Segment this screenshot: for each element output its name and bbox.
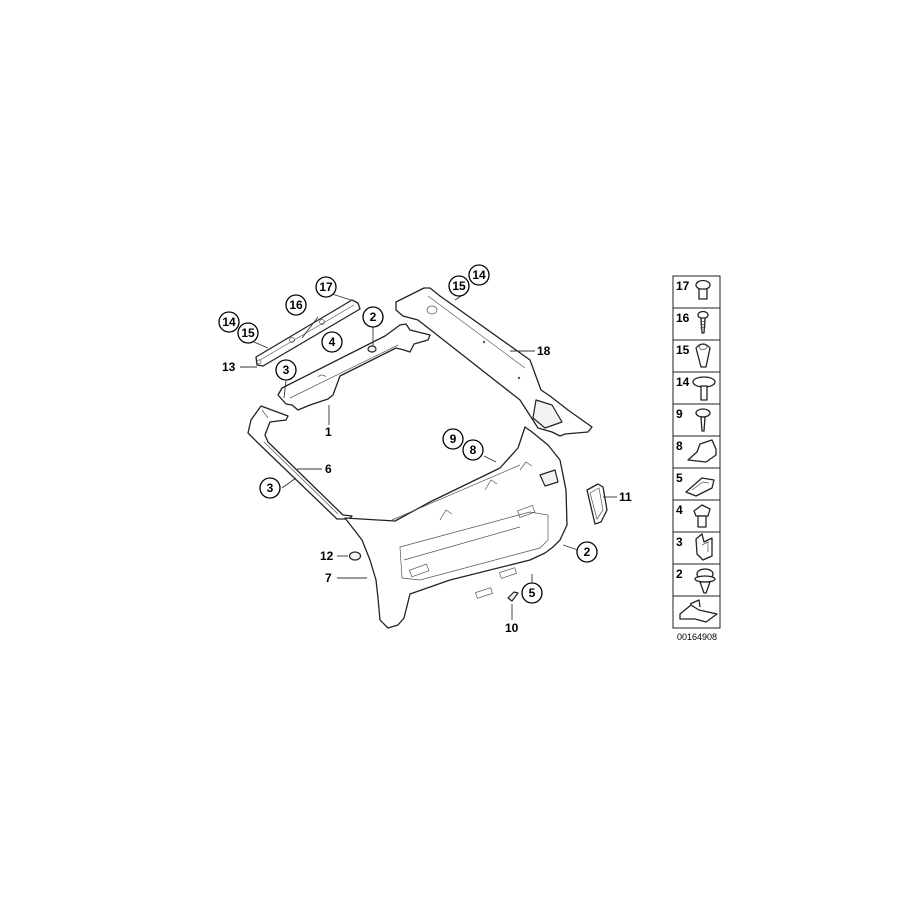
svg-text:5: 5: [529, 586, 536, 600]
legend-item-4: 4: [676, 503, 711, 528]
label-11: 11: [619, 490, 632, 504]
clip-nut-icon: [693, 504, 711, 528]
svg-text:15: 15: [452, 279, 466, 293]
svg-text:5: 5: [676, 471, 683, 485]
svg-text:11: 11: [619, 490, 632, 504]
callout-4: 4: [321, 331, 343, 353]
hardware-legend: 17 16 15 14: [672, 275, 721, 642]
svg-text:17: 17: [676, 279, 690, 293]
assembly-arrow-icon: [679, 599, 718, 623]
label-1: 1: [325, 425, 332, 439]
callout-17: 17: [315, 276, 337, 298]
svg-text:14: 14: [676, 375, 690, 389]
label-7: 7: [325, 571, 332, 585]
svg-text:12: 12: [320, 549, 334, 563]
svg-text:8: 8: [676, 439, 683, 453]
label-6: 6: [325, 462, 332, 476]
screw-icon: [697, 310, 709, 334]
expanding-nut-icon: [695, 343, 711, 368]
legend-item-16: 16: [676, 310, 709, 334]
svg-text:4: 4: [329, 335, 336, 349]
svg-text:4: 4: [676, 503, 683, 517]
legend-item-14: 14: [676, 375, 716, 401]
svg-text:17: 17: [319, 280, 333, 294]
part-6-pillar-trim: [247, 405, 353, 520]
legend-item-15: 15: [676, 343, 711, 368]
callout-2-lower: 2: [576, 541, 598, 563]
svg-text:3: 3: [267, 481, 274, 495]
callout-9: 9: [442, 428, 464, 450]
svg-text:9: 9: [676, 407, 683, 421]
svg-text:15: 15: [241, 326, 255, 340]
legend-item-17: 17: [676, 279, 711, 300]
callout-8: 8: [462, 439, 484, 461]
legend-item-8: 8: [676, 439, 717, 463]
svg-text:7: 7: [325, 571, 332, 585]
svg-text:9: 9: [450, 432, 457, 446]
svg-text:8: 8: [470, 443, 477, 457]
callout-14: 14: [218, 311, 240, 333]
callout-16: 16: [285, 294, 307, 316]
expanding-clip-icon: [694, 568, 716, 594]
svg-text:14: 14: [222, 315, 236, 329]
part-10-pad: [507, 591, 519, 602]
legend-item-5: 5: [676, 471, 715, 497]
callout-15: 15: [237, 322, 259, 344]
callout-14-right: 14: [468, 264, 490, 286]
legend-item-3: 3: [676, 533, 713, 561]
svg-text:10: 10: [505, 621, 519, 635]
svg-text:3: 3: [283, 363, 290, 377]
collar-screw-icon: [695, 408, 711, 432]
svg-text:16: 16: [676, 311, 690, 325]
pad-icon: [685, 477, 715, 497]
svg-text:2: 2: [584, 545, 591, 559]
part-12-clip: [348, 551, 362, 561]
dome-rivet-icon: [692, 376, 716, 401]
callout-15-right: 15: [448, 275, 470, 297]
legend-item-9: 9: [676, 407, 711, 432]
svg-text:16: 16: [289, 298, 303, 312]
label-10: 10: [505, 621, 519, 635]
legend-item-2: 2: [676, 567, 716, 594]
label-13: 13: [222, 360, 236, 374]
part-7-tailgate-trim: [344, 426, 568, 629]
part-11-cover: [586, 483, 608, 525]
expanding-rivet-icon: [695, 279, 711, 300]
clip-bracket-icon: [687, 439, 717, 463]
diagram-id: 00164908: [677, 632, 717, 642]
callout-3-lower: 3: [259, 477, 281, 499]
svg-text:13: 13: [222, 360, 236, 374]
spring-clip-icon: [695, 533, 713, 561]
svg-text:1: 1: [325, 425, 332, 439]
callout-5: 5: [521, 582, 543, 604]
svg-text:3: 3: [676, 535, 683, 549]
label-18: 18: [537, 344, 551, 358]
svg-text:14: 14: [472, 268, 486, 282]
svg-text:18: 18: [537, 344, 551, 358]
svg-text:2: 2: [370, 310, 377, 324]
part-1-upper-panel: [277, 323, 431, 411]
svg-text:6: 6: [325, 462, 332, 476]
callout-2-upper: 2: [362, 306, 384, 328]
svg-text:15: 15: [676, 343, 690, 357]
label-12: 12: [320, 549, 334, 563]
svg-text:2: 2: [676, 567, 683, 581]
callout-3-upper: 3: [275, 359, 297, 381]
part-18-side-trim: [395, 287, 593, 437]
